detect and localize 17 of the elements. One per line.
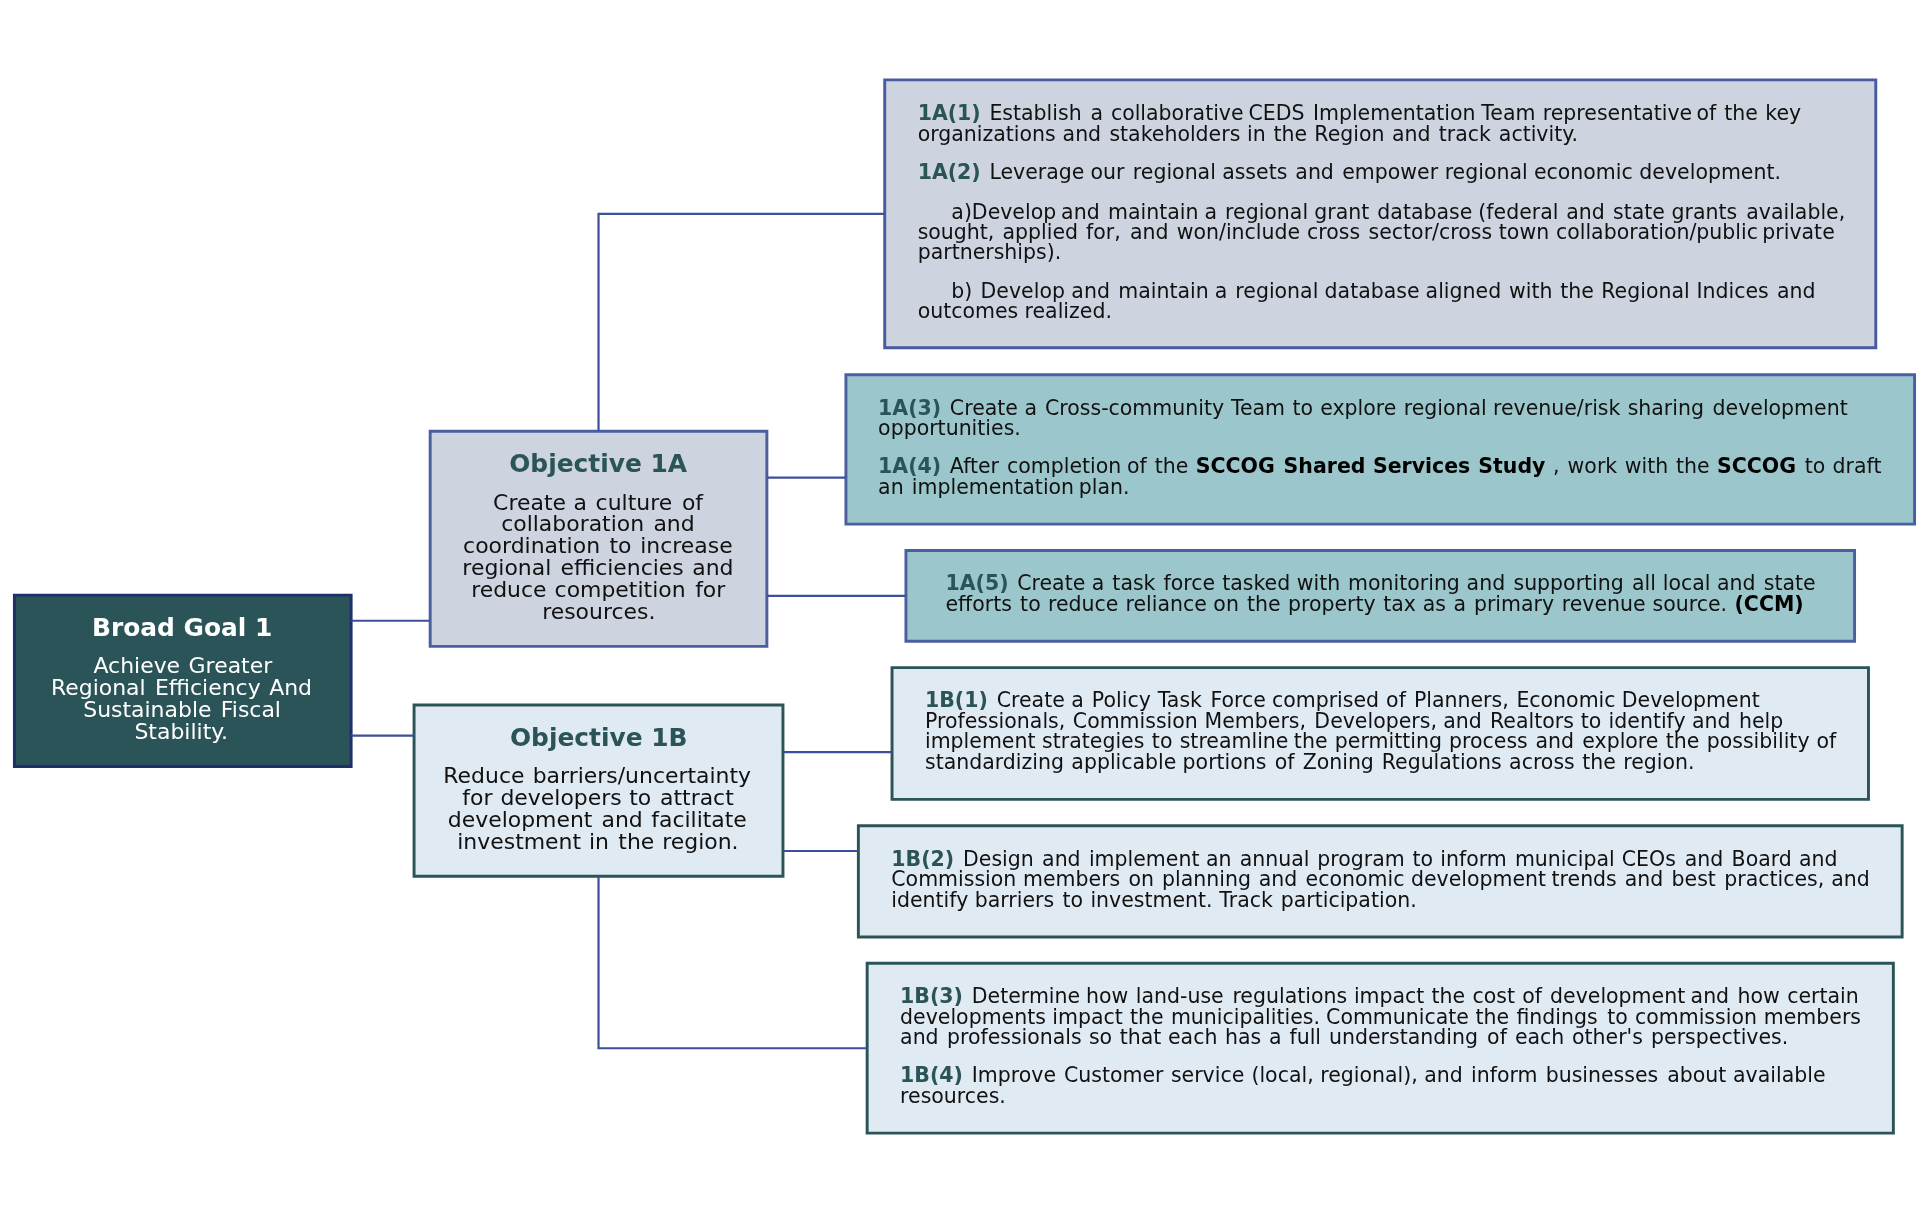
connector bbox=[597, 212, 885, 432]
node-box: 1A(1) Establish a collaborative CEDS Implementation Team representative of the key organizations and stakeholders in the Region and track activity. 1A(2) Leverage our regional assets and empower regional economic development. a)Develop and maintain a regional grant database (federal and state grants available, sought, applied for, and won/include cross sector/cross town collaboration/public private partnerships). b) Develop and maintain a regional database aligned with the Regional Indices and outcomes realized. bbox=[883, 78, 1878, 350]
node-box: 1B(2) Design and implement an annual program to inform municipal CEOs and Board and Commission members on planning and economic development trends and best practices, and identify barriers to investment. Track participation. bbox=[856, 824, 1904, 939]
connector bbox=[767, 594, 906, 597]
connector bbox=[351, 619, 430, 622]
connector bbox=[767, 476, 846, 479]
connector bbox=[783, 849, 859, 853]
connector bbox=[351, 734, 414, 737]
connector bbox=[783, 751, 892, 754]
node-box: 1A(5) Create a task force tasked with monitoring and supporting all local and state efforts to reduce reliance on the property tax as a primary revenue source. (CCM) bbox=[904, 549, 1857, 643]
node-box: 1A(3) Create a Cross-community Team to explore regional revenue/risk sharing development opportunities. 1A(4) After completion of the SCCOG Shared Services Study, work with the SCCOG to draft an implementation plan. bbox=[844, 373, 1917, 526]
node-box: Objective 1B Reduce barriers/uncertainty for developers to attract development and facilitate investment in the region. bbox=[412, 703, 785, 878]
node-box: 1B(3) Determine how land-use regulations impact the cost of development and how certain developments impact the municipalities. Communicate the findings to commission members and professionals so that each has a full understanding of each other's perspectives. 1B(4) Improve Customer service (local, regional), and inform businesses about available resources. bbox=[865, 961, 1895, 1135]
node-box: Broad Goal 1 Achieve Greater Regional Efficiency And Sustainable Fiscal Stability. bbox=[12, 593, 353, 768]
node-box: 1B(1) Create a Policy Task Force comprised of Planners, Economic Development Professionals, Commission Members, Developers, and Realtors to identify and help implement strategies to streamline the permitting process and explore the possibility of standardizing applicable portions of Zoning Regulations across the region. bbox=[890, 666, 1870, 801]
node-box: Objective 1A Create a culture of collaboration and coordination to increase regional efficiencies and reduce competition for resources. bbox=[428, 429, 769, 648]
connector bbox=[597, 876, 867, 1050]
